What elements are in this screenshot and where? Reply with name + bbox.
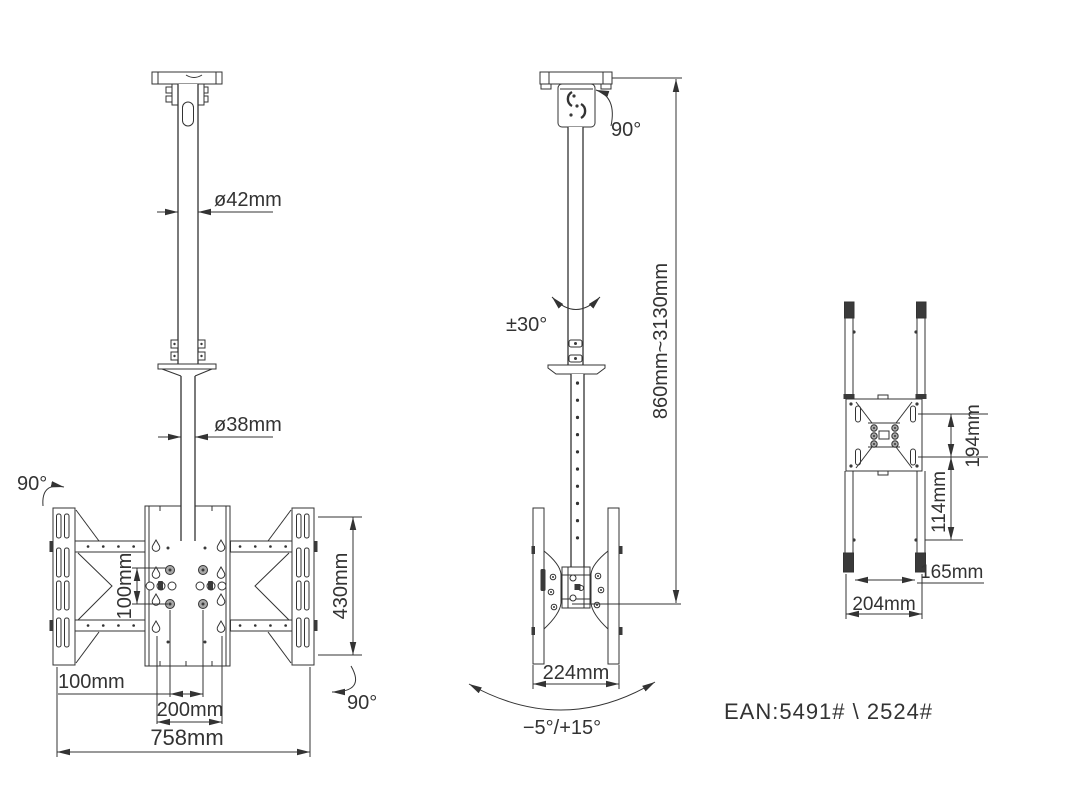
dim-vesa-horizontal-200: 200mm — [157, 699, 224, 721]
ean-code: EAN:5491# \ 2524# — [724, 699, 933, 724]
swivel-arrow-side — [595, 89, 613, 127]
side-pole — [547, 127, 606, 572]
side-flange — [547, 364, 606, 375]
label-tilt-range: −5°/+15° — [523, 717, 601, 739]
side-dimensions: 860mm~3130mm 224mm −5°/+15° — [468, 77, 682, 739]
rear-dimensions: 194mm 114mm 165mm 204mm — [845, 404, 988, 619]
side-bracket — [531, 507, 623, 665]
side-swivel-bracket: 90° — [557, 83, 641, 141]
dim-vesa-vertical-100: 100mm — [114, 553, 136, 620]
side-view: 90° ±30° — [468, 71, 682, 739]
dim-rear-offset-114: 114mm — [929, 471, 950, 533]
dim-hole-offset-100: 100mm — [58, 671, 125, 693]
label-swivel-90-bottom-right: 90° — [347, 692, 377, 714]
dim-rear-inner-165: 165mm — [920, 562, 983, 583]
label-rotation-30: ±30° — [506, 314, 547, 336]
tilt-hinge — [561, 566, 591, 609]
front-flange — [157, 363, 217, 370]
front-pole — [157, 84, 217, 541]
side-ceiling-plate — [539, 71, 613, 90]
dim-overall-width-758: 758mm — [150, 725, 223, 750]
dim-height-range: 860mm~3130mm — [650, 263, 672, 419]
dim-bracket-height-430: 430mm — [330, 553, 352, 620]
dim-pole-diameter-lower: ø38mm — [214, 414, 282, 436]
dim-rear-span-194: 194mm — [963, 404, 984, 467]
rear-plate — [845, 394, 923, 476]
front-dimensions: ø42mm ø38mm 90° 100mm 430mm 100mm — [17, 189, 377, 757]
front-left-rail — [49, 507, 76, 666]
front-view: ø42mm ø38mm 90° 100mm 430mm 100mm — [17, 71, 377, 757]
dim-pole-diameter-upper: ø42mm — [214, 189, 282, 211]
rear-rails — [843, 301, 927, 573]
rotation-arrow — [551, 296, 601, 310]
side-rotation: ±30° — [506, 296, 601, 336]
dim-rear-outer-204: 204mm — [852, 594, 915, 615]
swivel-arrow-bottom-right — [331, 665, 356, 696]
front-right-rail — [291, 507, 318, 666]
dim-depth-224: 224mm — [543, 662, 610, 684]
rear-view: 194mm 114mm 165mm 204mm — [843, 301, 988, 619]
label-swivel-90-side: 90° — [611, 119, 641, 141]
tilt-arrow — [468, 681, 656, 711]
label-swivel-90-top-left: 90° — [17, 473, 47, 495]
swivel-arrow-top-left — [42, 481, 65, 507]
